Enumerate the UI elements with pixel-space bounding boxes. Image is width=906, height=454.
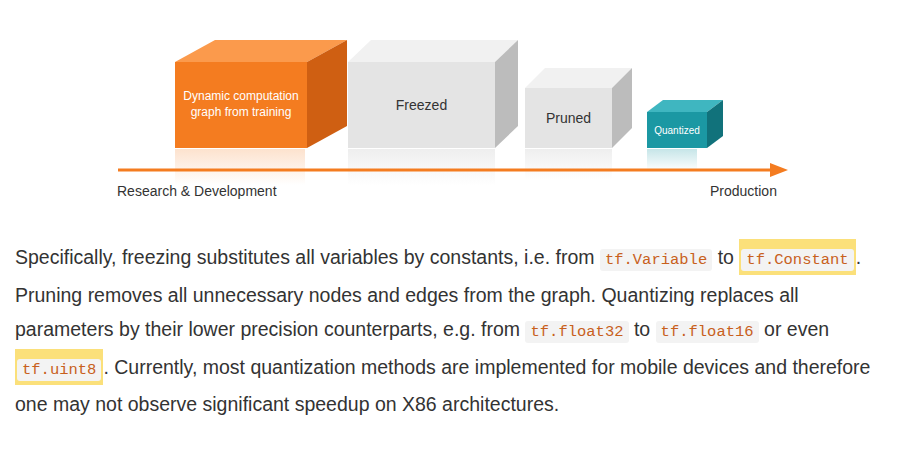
- reflection: [175, 149, 305, 185]
- body-text: . Currently, most quantization methods a…: [15, 356, 870, 416]
- box-face: [647, 112, 707, 148]
- box-label: Dynamic computation graph from training: [181, 89, 301, 120]
- front-face: Quantized: [647, 112, 707, 148]
- box-face: [707, 100, 723, 148]
- cuboid-outline: [647, 100, 723, 148]
- cuboid-box: Quantized: [647, 100, 723, 148]
- body-text: Specifically, freezing substitutes all v…: [15, 246, 594, 268]
- front-face: Freezed: [348, 62, 495, 148]
- code-span: tf.float32: [525, 321, 628, 343]
- highlight: tf.Constant: [739, 239, 855, 275]
- body-text: to: [718, 246, 734, 268]
- axis-label: Production: [710, 183, 777, 199]
- box-face: [495, 40, 518, 148]
- cuboid-box: Pruned: [525, 68, 632, 148]
- timeline-arrow: [118, 169, 772, 172]
- cuboid-box: Freezed: [348, 40, 518, 148]
- paragraph: Specifically, freezing substitutes all v…: [15, 240, 895, 422]
- cuboid-outline: [525, 68, 632, 148]
- code-span: tf.Constant: [741, 249, 853, 271]
- cuboid-outline: [348, 40, 518, 148]
- highlight: tf.uint8: [15, 349, 103, 385]
- reflection: [647, 149, 697, 171]
- box-face: [348, 62, 495, 148]
- box-face: [612, 68, 632, 148]
- cuboid-box: Dynamic computation graph from training: [175, 40, 347, 148]
- arrow-head: [770, 163, 788, 177]
- box-label: Quantized: [654, 124, 700, 137]
- box-face: [307, 40, 347, 148]
- body-text: to: [634, 318, 650, 340]
- box-label: Freezed: [396, 96, 447, 114]
- box-face: [525, 88, 612, 148]
- box-face: [348, 40, 518, 62]
- code-span: tf.uint8: [17, 359, 101, 381]
- code-span: tf.Variable: [600, 249, 712, 271]
- box-label: Pruned: [546, 109, 591, 127]
- body-text: or even: [764, 318, 829, 340]
- code-span: tf.float16: [656, 321, 759, 343]
- box-face: [175, 62, 307, 148]
- reflection: [348, 149, 495, 185]
- front-face: Pruned: [525, 88, 612, 148]
- axis-label: Research & Development: [117, 183, 277, 199]
- front-face: Dynamic computation graph from training: [175, 62, 307, 148]
- reflection: [525, 149, 612, 179]
